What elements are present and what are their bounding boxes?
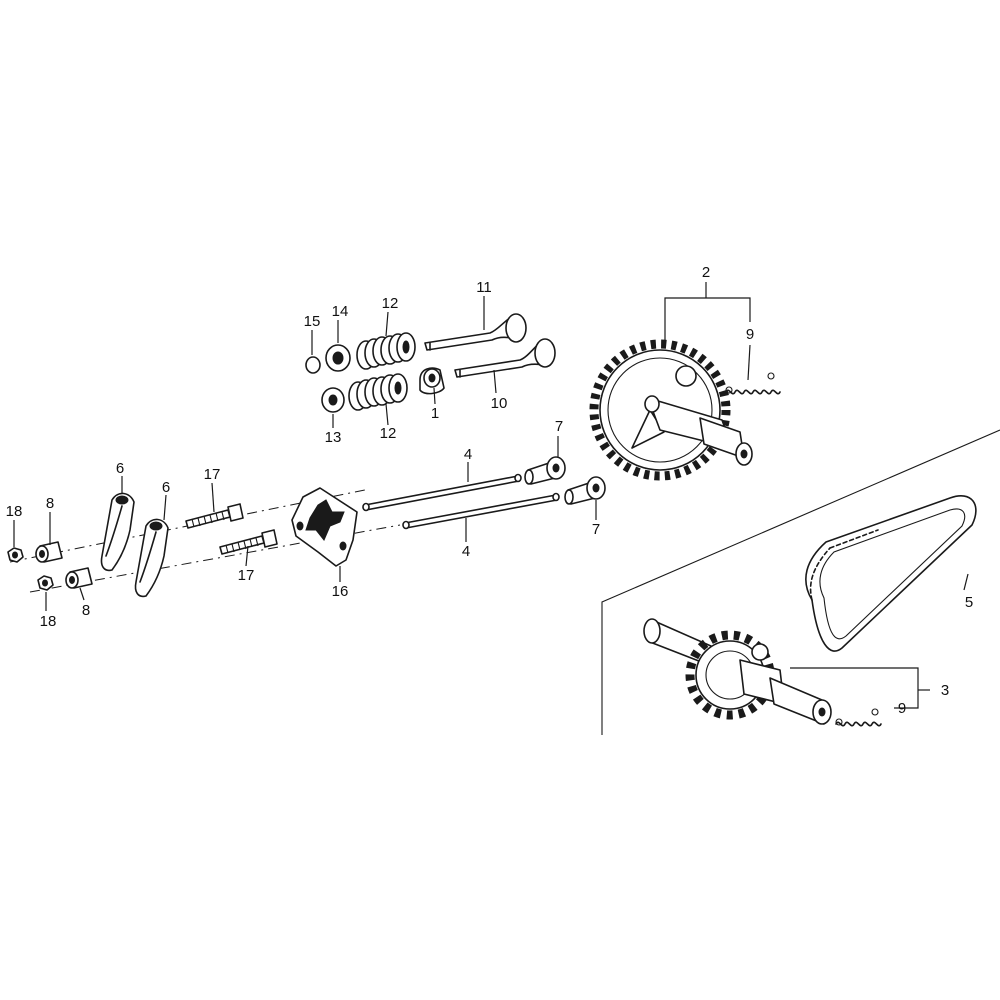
callout-13: 13 bbox=[325, 429, 342, 446]
part-17-pivot-bolt-upper bbox=[185, 503, 244, 529]
part-2-camshaft-gear bbox=[589, 339, 753, 481]
callout-4-lower: 4 bbox=[462, 543, 470, 560]
part-12-valve-spring-lower bbox=[348, 373, 408, 411]
callout-16: 16 bbox=[332, 583, 349, 600]
callout-17-lower: 17 bbox=[238, 567, 255, 584]
part-14-spring-retainer bbox=[325, 344, 351, 372]
callout-7-upper: 7 bbox=[555, 418, 563, 435]
part-7-tappet-lower bbox=[564, 476, 606, 505]
callout-5: 5 bbox=[965, 594, 973, 611]
part-4-push-rod-upper bbox=[362, 473, 522, 512]
part-18-pivot-nut-lower bbox=[37, 575, 54, 591]
part-6-rocker-arm-left bbox=[100, 492, 135, 572]
part-18-pivot-nut-upper bbox=[7, 547, 24, 563]
part-1-valve-stem-seal bbox=[419, 367, 445, 395]
callout-9-upper: 9 bbox=[746, 326, 754, 343]
callout-2: 2 bbox=[702, 264, 710, 281]
callout-6-right: 6 bbox=[162, 479, 170, 496]
callout-12-lower: 12 bbox=[380, 425, 397, 442]
callout-9-lower: 9 bbox=[898, 700, 906, 717]
part-17-pivot-bolt-lower bbox=[219, 529, 278, 555]
part-9-decompressor-spring-lower bbox=[835, 708, 882, 727]
part-10-exhaust-valve bbox=[454, 338, 556, 378]
part-15-valve-cotter bbox=[305, 356, 321, 374]
part-6-rocker-arm-right bbox=[134, 518, 169, 598]
callout-11: 11 bbox=[476, 279, 492, 296]
part-9-decompressor-spring-upper bbox=[725, 372, 781, 395]
callout-18-lower: 18 bbox=[40, 613, 57, 630]
part-8-rocker-pivot-upper bbox=[35, 541, 63, 563]
callout-15: 15 bbox=[304, 313, 321, 330]
callout-4-upper: 4 bbox=[464, 446, 472, 463]
part-5-timing-chain bbox=[805, 495, 977, 652]
part-16-rocker-arm-plate bbox=[291, 487, 358, 567]
part-12-valve-spring-upper bbox=[356, 332, 416, 370]
callout-8-upper: 8 bbox=[46, 495, 54, 512]
callout-17-upper: 17 bbox=[204, 466, 221, 483]
part-11-intake-valve bbox=[424, 313, 527, 351]
callout-14: 14 bbox=[332, 303, 349, 320]
callout-7-lower: 7 bbox=[592, 521, 600, 538]
leader-lines bbox=[13, 282, 969, 709]
callout-1: 1 bbox=[431, 405, 439, 422]
callout-18-upper: 18 bbox=[6, 503, 23, 520]
part-7-tappet-upper bbox=[524, 456, 566, 485]
callout-6-left: 6 bbox=[116, 460, 124, 477]
callout-3: 3 bbox=[941, 682, 949, 699]
part-3-camshaft-sprocket bbox=[643, 618, 832, 725]
part-4-push-rod-lower bbox=[402, 492, 560, 530]
part-13-valve-seat bbox=[321, 387, 345, 413]
callout-8-lower: 8 bbox=[82, 602, 90, 619]
callout-labels: 1 2 3 4 4 5 6 6 7 7 8 8 9 9 10 11 12 12 … bbox=[6, 264, 974, 717]
part-8-rocker-pivot-lower bbox=[65, 567, 93, 589]
callout-12-upper: 12 bbox=[382, 295, 399, 312]
callout-10: 10 bbox=[491, 395, 508, 412]
inset-frame bbox=[601, 429, 1000, 735]
